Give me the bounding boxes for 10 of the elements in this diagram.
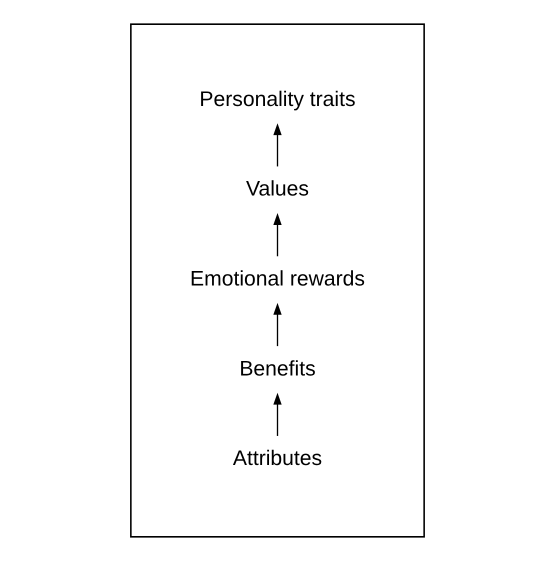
node-text: Personality traits	[198, 88, 356, 111]
node-text: Attributes	[232, 447, 322, 470]
node-text: Values	[245, 178, 309, 201]
cluster	[130, 23, 424, 538]
arrow	[272, 123, 282, 166]
arrow	[272, 392, 282, 436]
node-text: Benefits	[238, 357, 316, 380]
arrow	[272, 213, 282, 256]
node-text: Emotional rewards	[190, 268, 364, 291]
arrow	[272, 302, 282, 346]
